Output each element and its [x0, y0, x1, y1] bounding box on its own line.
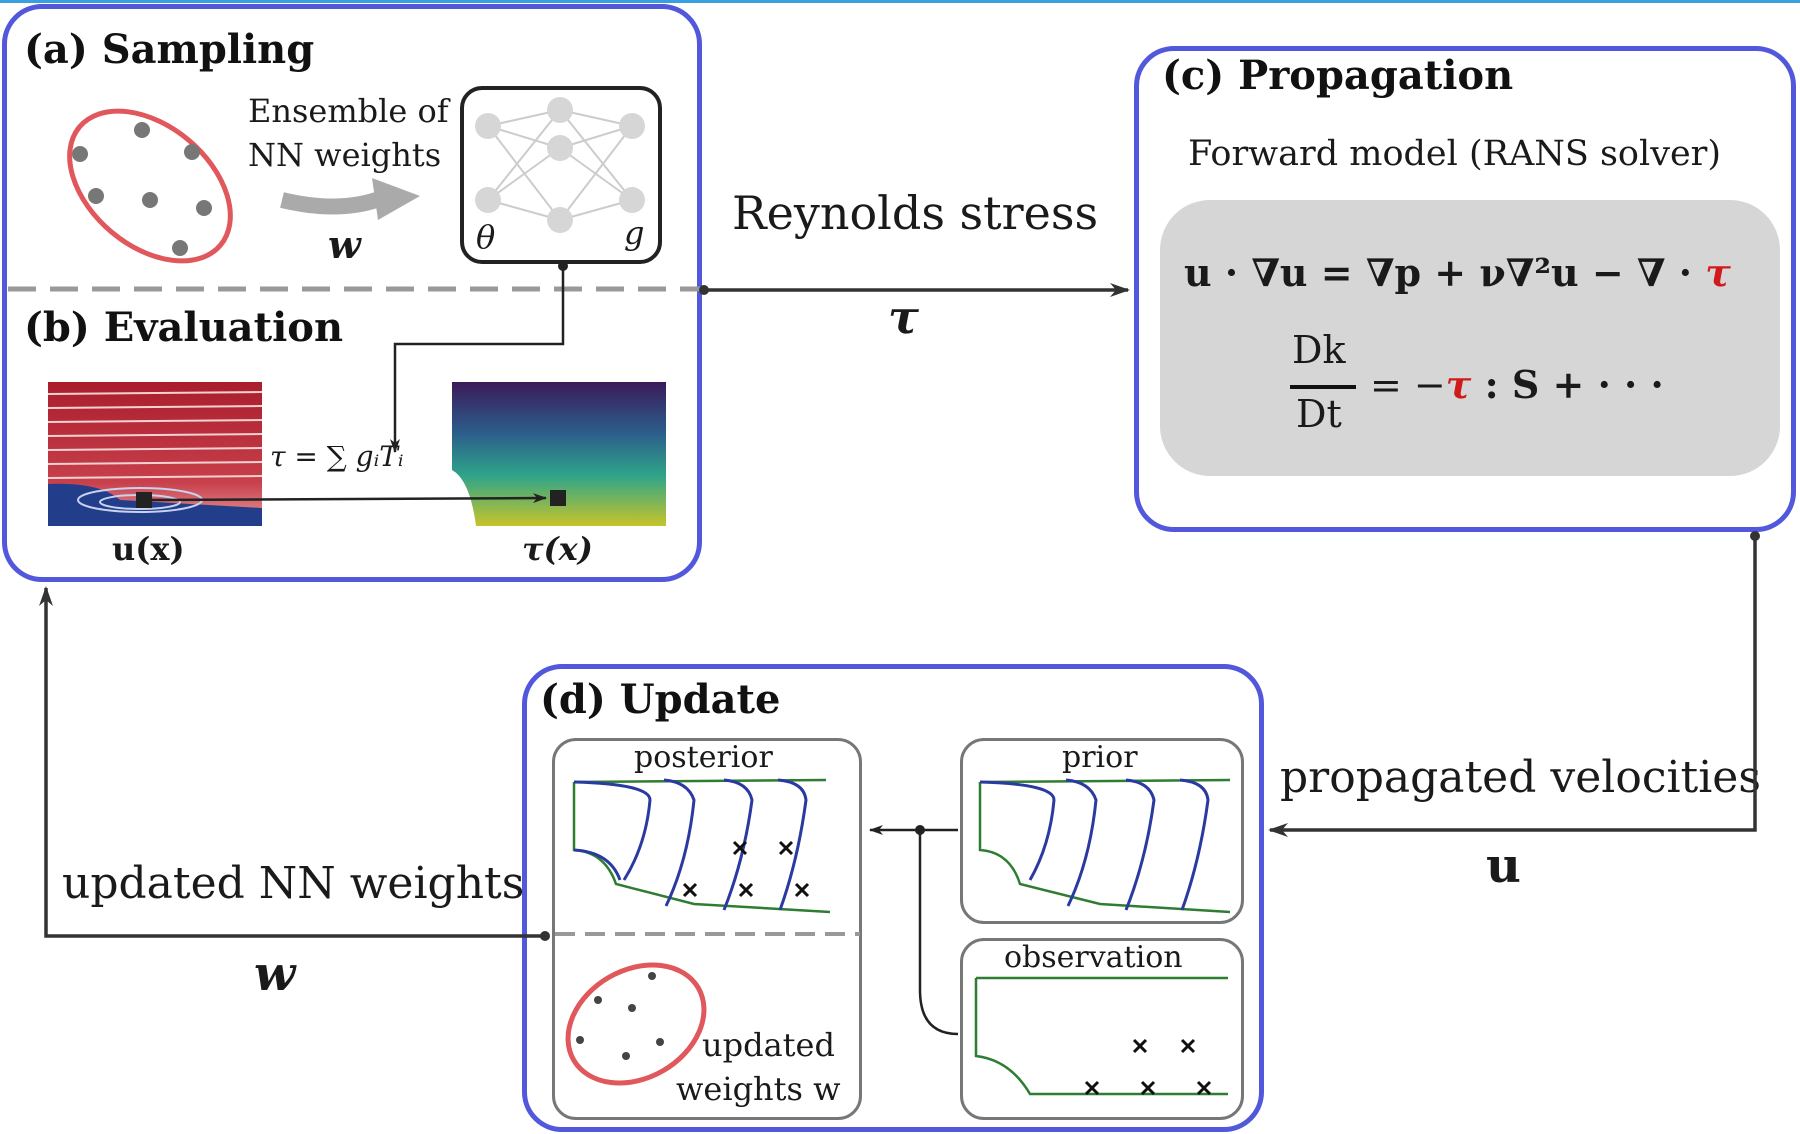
sampling-arrow-w: w — [328, 222, 361, 267]
tke-denominator: Dt — [1296, 392, 1342, 436]
updated-nn-weights-label: updated NN weights — [62, 858, 525, 909]
tau-field-label: τ(x) — [522, 530, 593, 568]
reynolds-stress-label: Reynolds stress — [732, 186, 1099, 240]
nn-theta-label: θ — [476, 218, 496, 256]
observation-label: observation — [1004, 940, 1183, 975]
propagated-u-symbol: u — [1486, 838, 1521, 894]
sampling-title: (a) Sampling — [24, 26, 315, 73]
top-accent-line — [0, 0, 1800, 3]
updated-w-symbol: w — [254, 946, 296, 1002]
nn-g-label: g — [624, 214, 645, 252]
ensemble-line2: NN weights — [248, 136, 442, 174]
tke-fraction-bar — [1290, 385, 1356, 389]
posterior-label: posterior — [634, 740, 773, 775]
evaluation-formula: τ = ∑ gᵢTᵢ — [270, 440, 404, 473]
u-field-label: u(x) — [112, 530, 185, 568]
rans-momentum-equation: u · ∇u = ∇p + ν∇²u − ∇ · τ — [1184, 250, 1731, 295]
prior-label: prior — [1062, 740, 1138, 775]
propagation-subtitle: Forward model (RANS solver) — [1188, 134, 1722, 174]
tke-rest: : S + · · · — [1471, 362, 1664, 407]
propagated-velocities-label: propagated velocities — [1280, 752, 1761, 803]
momentum-tau: τ — [1705, 250, 1731, 295]
updated-weights-line1: updated — [702, 1026, 835, 1064]
equation-box — [1160, 200, 1780, 476]
reynolds-tau-symbol: τ — [888, 290, 919, 344]
updated-weights-line2: weights w — [676, 1070, 841, 1108]
momentum-lhs: u · ∇u = ∇p + ν∇²u − ∇ · — [1184, 250, 1706, 295]
tke-equals: = − — [1370, 363, 1446, 407]
tke-numerator: Dk — [1292, 328, 1346, 372]
evaluation-title: (b) Evaluation — [24, 304, 344, 351]
tke-rhs: = −τ : S + · · · — [1370, 362, 1664, 407]
propagation-title: (c) Propagation — [1162, 52, 1514, 99]
tke-tau: τ — [1445, 362, 1472, 407]
update-title: (d) Update — [540, 676, 781, 723]
ensemble-line1: Ensemble of — [248, 92, 449, 130]
